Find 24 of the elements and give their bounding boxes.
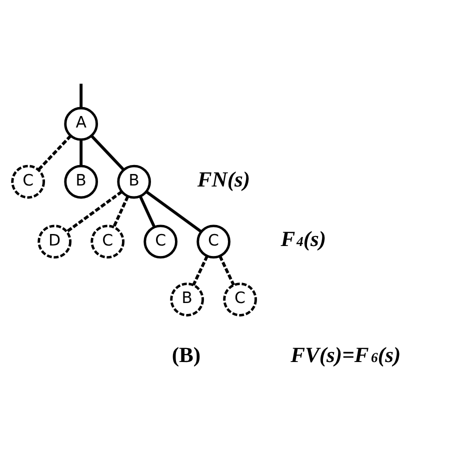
connector [80,84,83,108]
label: FV(s)=F6(s) [290,342,401,367]
node-circle: B [64,164,98,199]
label: F4(s) [280,227,326,252]
node-circle: C [196,224,230,259]
connector [66,190,122,233]
connector [218,256,235,286]
connector [139,196,156,228]
connector [80,140,83,166]
node-circle: B [170,282,204,316]
node-circle: A [64,106,98,141]
connector [192,256,208,286]
connector [37,134,72,171]
node-circle: D [38,224,72,259]
label: FN(s) [197,167,250,192]
node-circle: C [144,224,178,259]
connector [112,196,130,228]
connector [146,190,202,233]
connector [90,134,125,171]
node-circle: B [117,164,151,199]
node-circle: C [11,164,45,199]
label: (B) [172,342,201,367]
node-circle: C [90,224,124,259]
node-circle: C [223,282,257,316]
